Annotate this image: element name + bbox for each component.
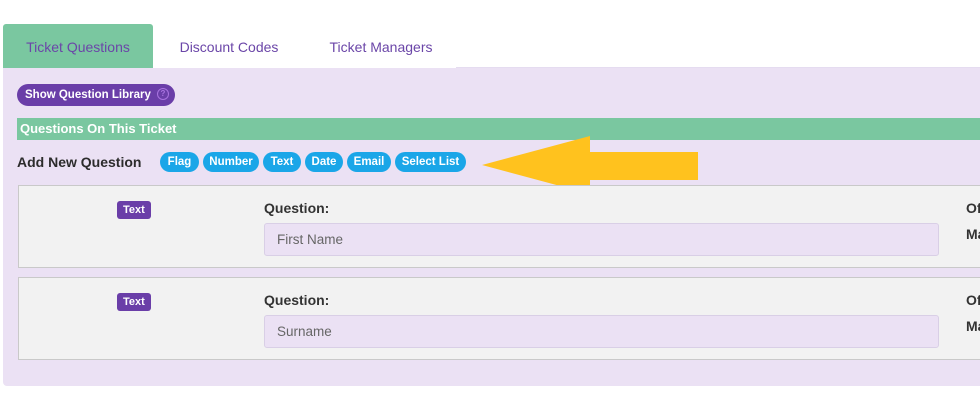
add-flag-button[interactable]: Flag [160, 152, 199, 172]
question-card: Text Question: Surname Of Ma [18, 277, 980, 360]
show-question-library-label: Show Question Library [25, 89, 151, 101]
show-question-library-button[interactable]: Show Question Library? [17, 84, 175, 106]
question-option-label: Of [966, 200, 980, 216]
add-select-list-button[interactable]: Select List [395, 152, 466, 172]
add-date-button[interactable]: Date [305, 152, 343, 172]
question-card: Text Question: First Name Of Ma [18, 185, 980, 268]
question-label: Question: [264, 200, 330, 216]
question-input[interactable]: First Name [264, 223, 939, 256]
add-new-question-label: Add New Question [17, 154, 142, 170]
tab-discount-codes[interactable]: Discount Codes [179, 39, 279, 55]
yellow-arrow-annotation [482, 136, 698, 194]
question-type-badge: Text [117, 293, 151, 311]
question-mandatory-label: Ma [966, 318, 980, 334]
add-text-button[interactable]: Text [263, 152, 301, 172]
question-option-label: Of [966, 292, 980, 308]
section-header: Questions On This Ticket [17, 118, 980, 140]
add-email-button[interactable]: Email [347, 152, 391, 172]
question-input[interactable]: Surname [264, 315, 939, 348]
question-mandatory-label: Ma [966, 226, 980, 242]
tab-divider [456, 67, 980, 68]
tab-ticket-questions[interactable]: Ticket Questions [3, 24, 153, 68]
tab-bar: Ticket Questions Discount Codes Ticket M… [0, 22, 980, 68]
question-label: Question: [264, 292, 330, 308]
add-number-button[interactable]: Number [203, 152, 259, 172]
question-type-badge: Text [117, 201, 151, 219]
tab-ticket-managers[interactable]: Ticket Managers [329, 39, 433, 55]
help-icon[interactable]: ? [156, 87, 169, 100]
